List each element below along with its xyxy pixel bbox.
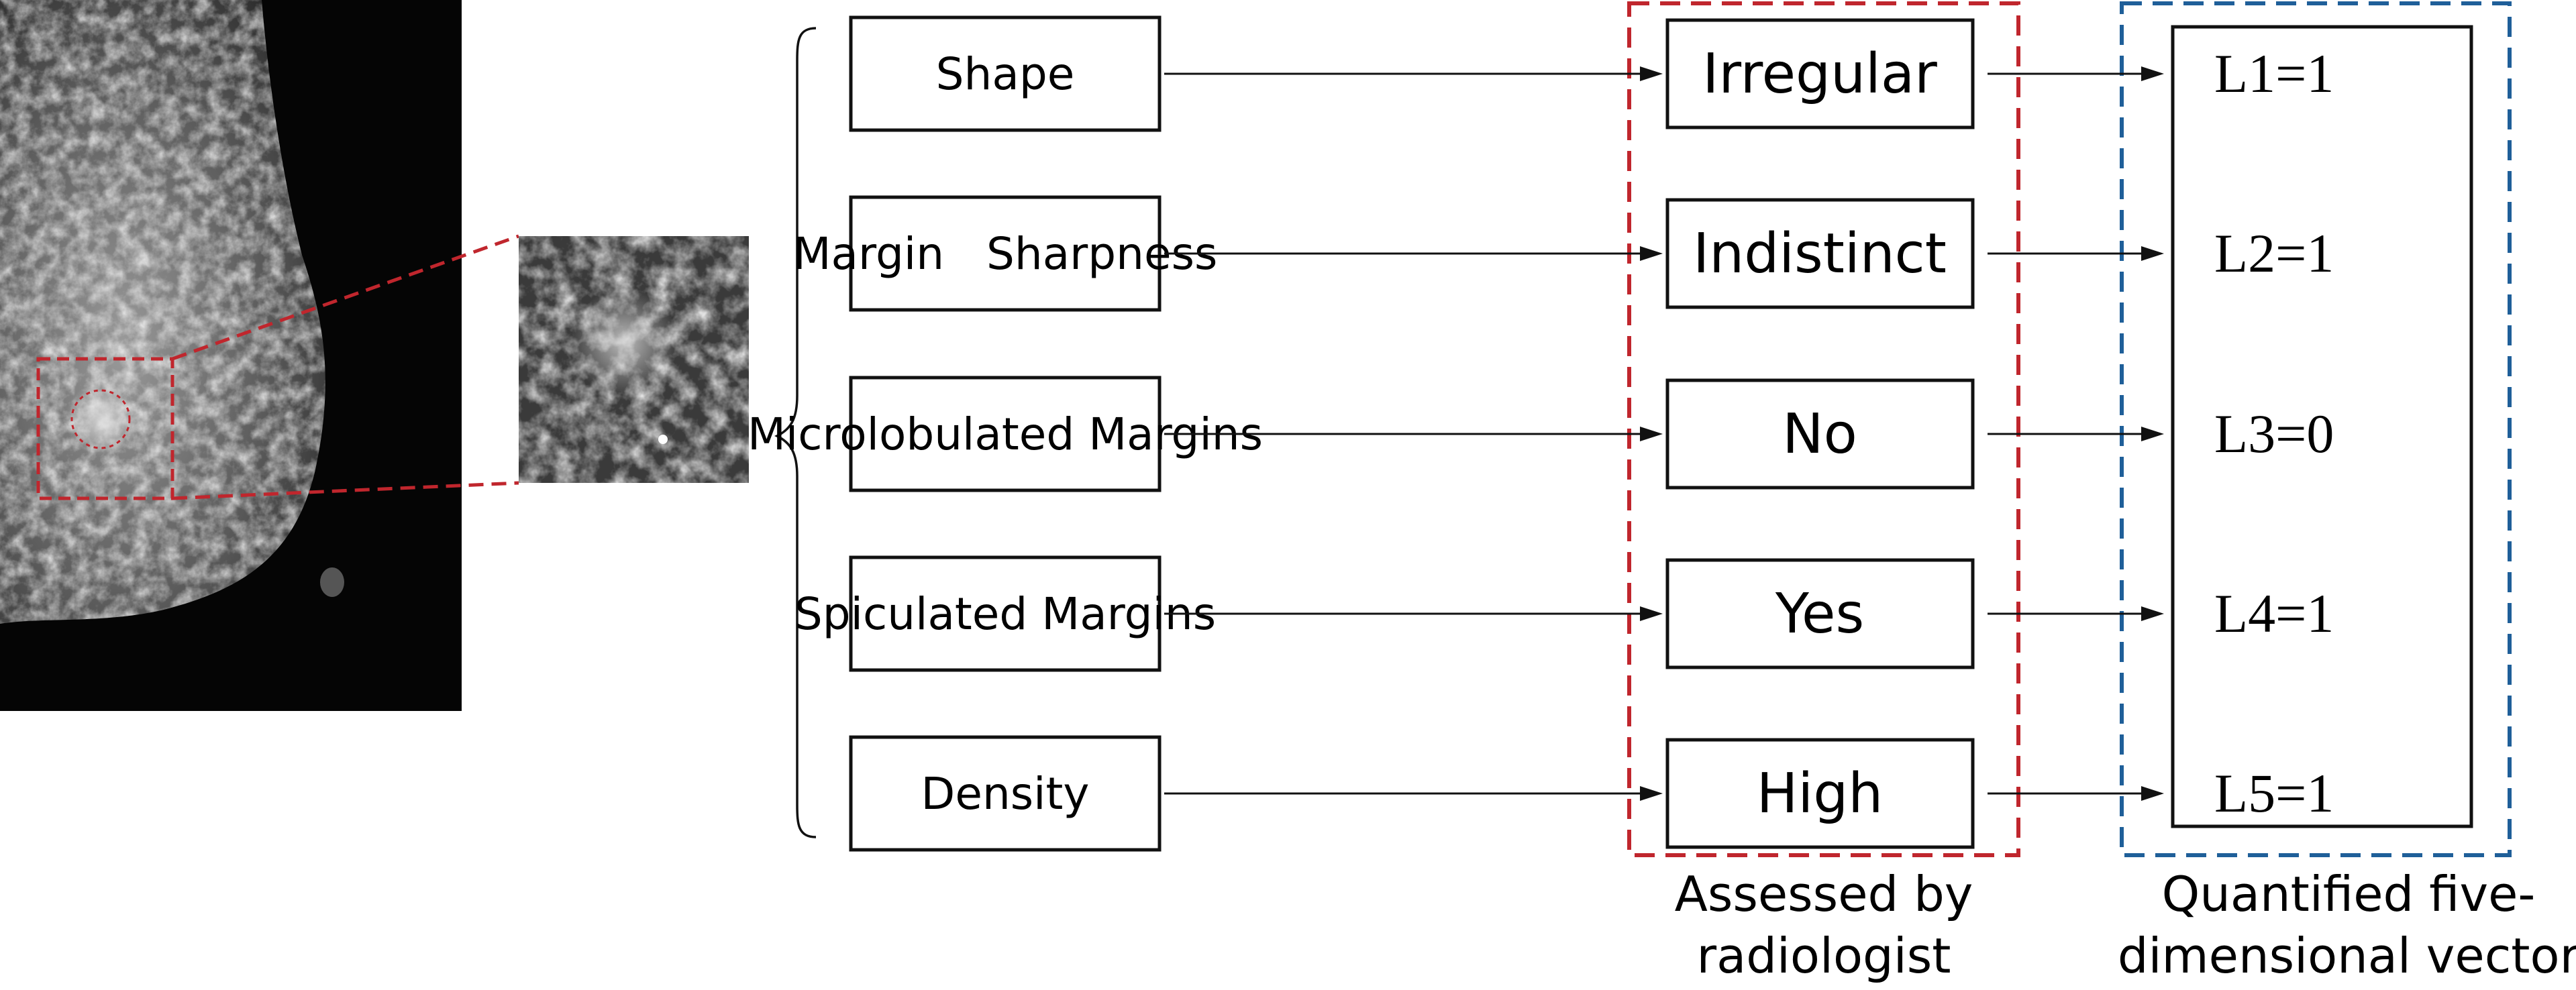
- assessment-box-5: [1665, 738, 1975, 849]
- assessment-label-1: Irregular: [1702, 42, 1937, 106]
- arrow-feature-4: [1164, 606, 1663, 621]
- vector-entry-4: L4=1: [2214, 583, 2334, 644]
- arrow-feature-5: [1164, 786, 1663, 801]
- lesion-marker: [70, 389, 131, 449]
- vector-entry-1: L1=1: [2214, 43, 2334, 104]
- feature-box-1: [849, 15, 1162, 132]
- arrow-assessment-4: [1988, 606, 2164, 621]
- assessment-label-3: No: [1782, 402, 1857, 466]
- assessment-box-4: [1665, 558, 1975, 669]
- arrow-assessment-3: [1988, 427, 2164, 441]
- feature-label-4: Spiculated Margins: [794, 588, 1216, 640]
- arrow-assessment-2: [1988, 246, 2164, 261]
- feature-box-2: [849, 195, 1162, 312]
- assessment-label-5: High: [1757, 762, 1883, 826]
- arrow-feature-2: [1164, 246, 1663, 261]
- vector-entry-2: L2=1: [2214, 223, 2334, 284]
- arrow-assessment-5: [1988, 786, 2164, 801]
- assessed-caption-line2: radiologist: [1697, 928, 1951, 984]
- grouping-brace: [774, 27, 817, 838]
- assessment-label-4: Yes: [1775, 582, 1864, 646]
- arrow-assessment-1: [1988, 66, 2164, 81]
- feature-box-4: [849, 555, 1162, 672]
- vector-box: [2171, 25, 2473, 828]
- zoom-connector-bottom: [172, 481, 519, 500]
- assessed-caption-line1: Assessed by: [1675, 866, 1973, 922]
- region-of-interest-box: [36, 357, 174, 500]
- arrow-feature-1: [1164, 66, 1663, 81]
- feature-box-3: [849, 376, 1162, 492]
- quantified-caption-line2: dimensional vector: [2118, 928, 2576, 984]
- zoom-connector-top: [172, 234, 519, 361]
- feature-label-2: Margin Sharpness: [793, 228, 1218, 280]
- assessment-label-2: Indistinct: [1693, 222, 1947, 286]
- zoomed-lesion-image: [519, 236, 749, 483]
- quantified-caption-line1: Quantified five-: [2162, 866, 2536, 922]
- mammogram-image: [0, 0, 462, 711]
- feature-box-5: [849, 735, 1162, 852]
- arrow-feature-3: [1164, 427, 1663, 441]
- quantified-region: [2120, 1, 2512, 857]
- assessment-box-1: [1665, 18, 1975, 129]
- assessment-box-3: [1665, 378, 1975, 490]
- feature-label-5: Density: [921, 768, 1090, 820]
- vector-entry-5: L5=1: [2214, 763, 2334, 824]
- vector-entry-3: L3=0: [2214, 403, 2334, 464]
- assessment-box-2: [1665, 198, 1975, 309]
- feature-label-1: Shape: [936, 48, 1075, 100]
- assessed-region: [1627, 1, 2020, 857]
